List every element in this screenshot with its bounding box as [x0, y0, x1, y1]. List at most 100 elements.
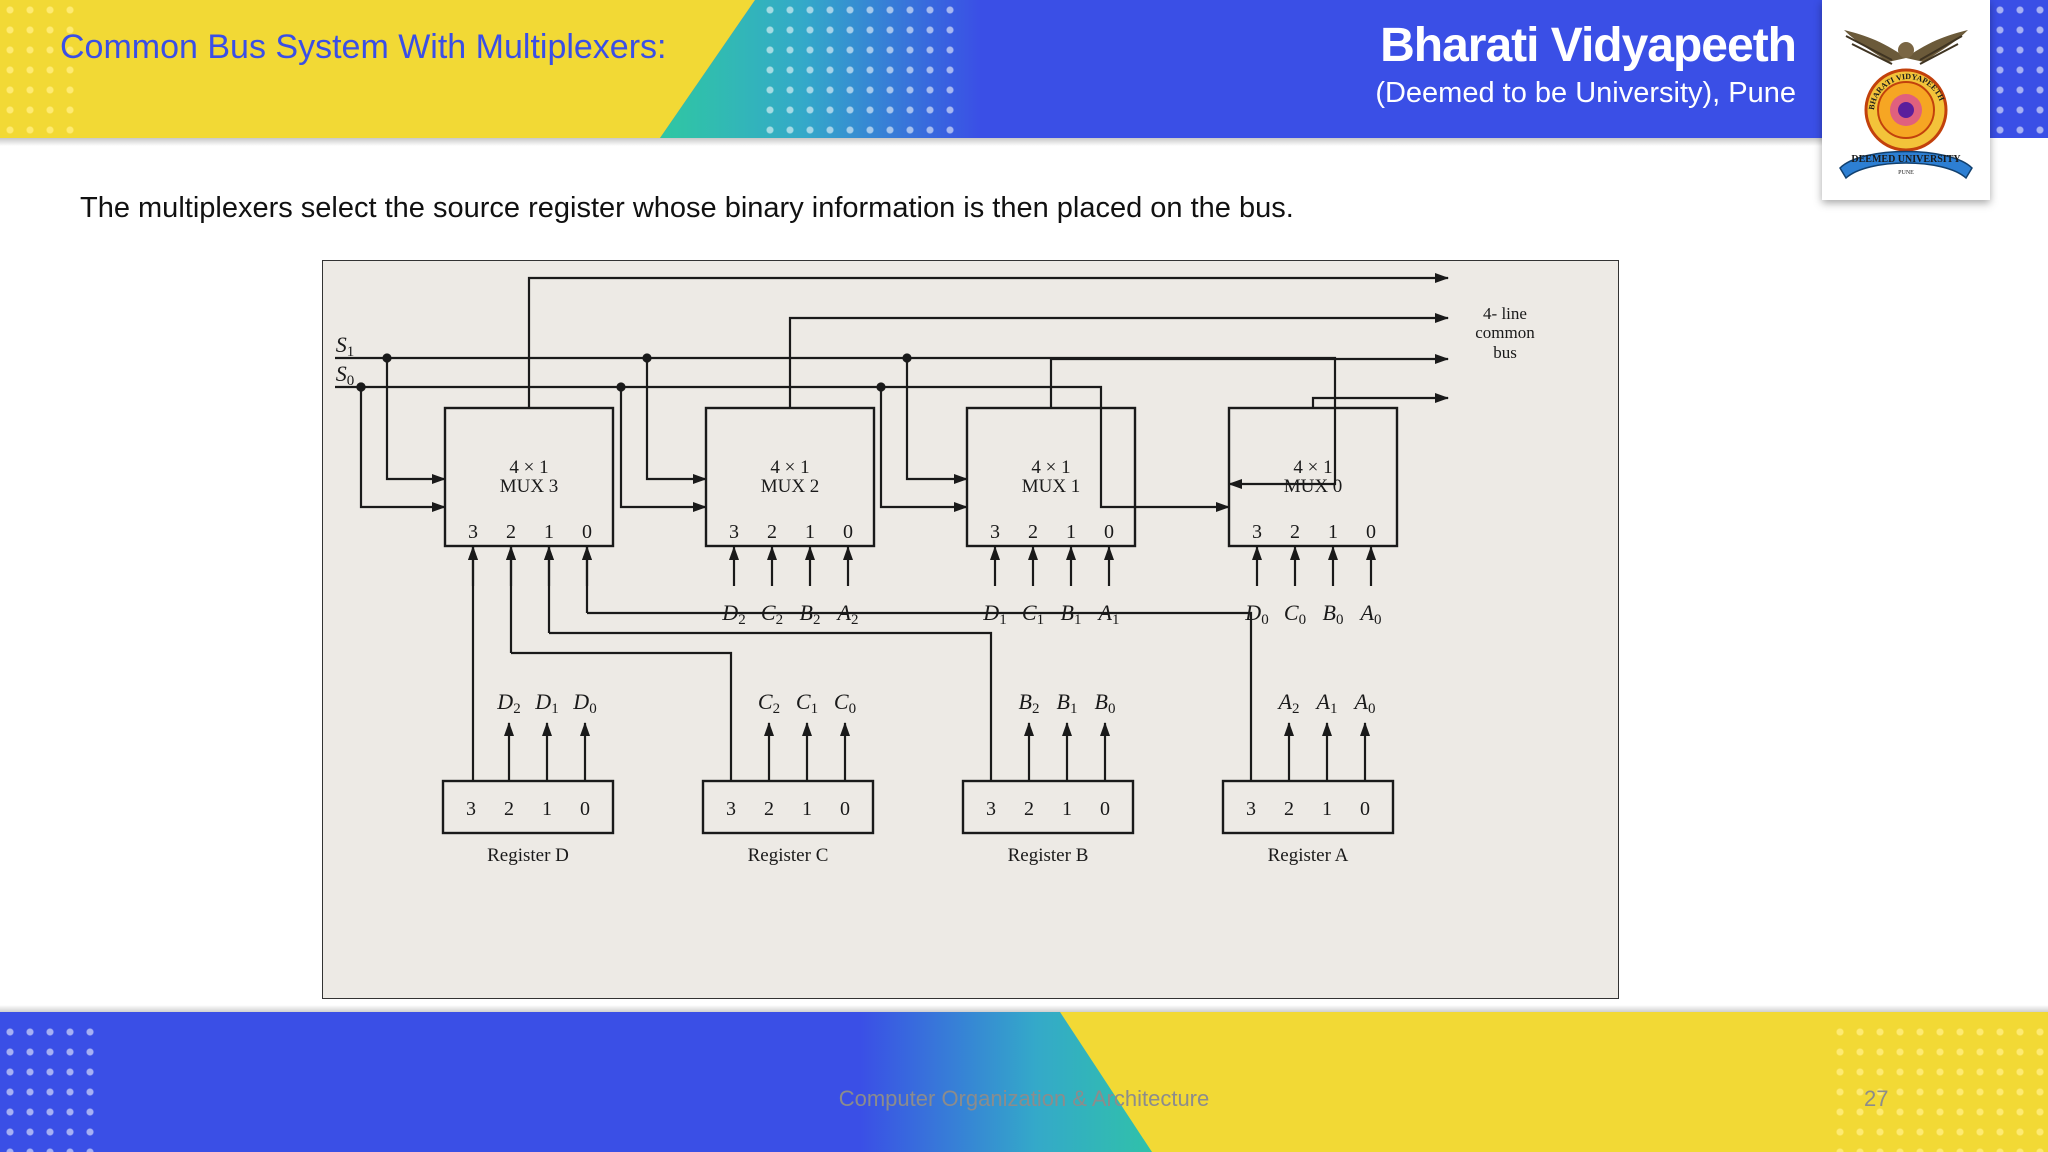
- register-box: [441, 779, 615, 835]
- mux-input-number: 0: [1104, 521, 1114, 543]
- register-bit-label: 2: [1284, 798, 1294, 820]
- register-bit-label: 1: [1322, 798, 1332, 820]
- register-box: [1221, 779, 1395, 835]
- mux-input-number: 1: [1328, 521, 1338, 543]
- register-output-label: C2: [758, 689, 780, 717]
- mux-input-number: 1: [1066, 521, 1076, 543]
- junction-dot: [356, 382, 366, 392]
- register-bit-label: 3: [1246, 798, 1256, 820]
- logo-ribbon-text: DEEMED UNIVERSITY: [1851, 154, 1961, 165]
- junction-dot: [902, 353, 912, 363]
- register-output-label: D1: [534, 689, 558, 717]
- select-line-s1: [335, 356, 1337, 489]
- mux-input-number: 0: [1366, 521, 1376, 543]
- mux-input-number: 3: [1252, 521, 1262, 543]
- register-output-label: D0: [572, 689, 596, 717]
- register-output-label: A2: [1277, 689, 1300, 717]
- mux-output-to-bus: [1049, 354, 1449, 408]
- select-s1-branch: [385, 358, 446, 484]
- register-name-label: Register B: [1008, 845, 1089, 866]
- select-label-s0: S0: [336, 361, 355, 389]
- select-s1-branch: [905, 358, 968, 484]
- junction-dot: [876, 382, 886, 392]
- register-bit-label: 2: [1024, 798, 1034, 820]
- mux-input-number: 1: [805, 521, 815, 543]
- register-name-label: Register D: [487, 845, 569, 866]
- wire-a3: [587, 611, 1253, 781]
- mux-input-number: 3: [990, 521, 1000, 543]
- header-yellow-dots: [0, 0, 80, 138]
- mux-name-label: MUX 2: [761, 476, 820, 497]
- select-label-s1: S1: [336, 332, 355, 360]
- register-bit-label: 0: [580, 798, 590, 820]
- mux-input-label: C1: [1022, 600, 1044, 628]
- mux-input-number: 0: [843, 521, 853, 543]
- mux-box: [965, 406, 1137, 548]
- mux-size-label: 4 × 1: [1293, 457, 1332, 478]
- mux-input-label: B1: [1061, 600, 1082, 628]
- brand-subtitle: (Deemed to be University), Pune: [1375, 77, 1796, 109]
- mux-input-label: D1: [982, 600, 1006, 628]
- brand-name: Bharati Vidyapeeth: [1380, 19, 1797, 72]
- register-output-label: A1: [1315, 689, 1338, 717]
- register-bit-label: 2: [764, 798, 774, 820]
- register-bit-label: 1: [1062, 798, 1072, 820]
- bus-label-line3: bus: [1493, 343, 1517, 362]
- register-bit-label: 0: [840, 798, 850, 820]
- mux-input-label: D0: [1244, 600, 1268, 628]
- mux-input-number: 2: [1290, 521, 1300, 543]
- mux-input-number: 1: [544, 521, 554, 543]
- register-name-label: Register A: [1268, 845, 1349, 866]
- register-bit-label: 0: [1100, 798, 1110, 820]
- register-bit-label: 3: [986, 798, 996, 820]
- select-s0-branch: [619, 387, 707, 512]
- bus-label-line1: 4- line: [1483, 304, 1527, 323]
- register-bit-label: 3: [466, 798, 476, 820]
- select-s0-branch: [359, 387, 446, 512]
- register-box: [701, 779, 875, 835]
- wire-c3: [511, 651, 733, 781]
- mux-input-number: 2: [1028, 521, 1038, 543]
- mux-input-number: 0: [582, 521, 592, 543]
- select-s0-branch: [879, 387, 968, 512]
- mux-input-label: B0: [1323, 600, 1344, 628]
- register-output-label: D2: [496, 689, 520, 717]
- university-seal-icon: BHARATI VIDYAPEETH DEEMED UNIVERSITY PUN…: [1839, 30, 1973, 180]
- mux-input-label: C0: [1284, 600, 1306, 628]
- mux-box: [443, 406, 615, 548]
- register-output-label: C1: [796, 689, 818, 717]
- footer-yellow-dots: [1830, 1022, 2048, 1152]
- slide-title: Common Bus System With Multiplexers:: [60, 28, 667, 66]
- header-shadow: [0, 138, 1822, 146]
- register-output-label: B2: [1019, 689, 1040, 717]
- wire-b3: [549, 631, 993, 781]
- mux-input-number: 3: [468, 521, 478, 543]
- junction-dot: [382, 353, 392, 363]
- register-name-label: Register C: [748, 845, 829, 866]
- mux-name-label: MUX 0: [1284, 476, 1343, 497]
- mux-box: [704, 406, 876, 548]
- mux-input-label: C2: [761, 600, 783, 628]
- mux-size-label: 4 × 1: [1031, 457, 1070, 478]
- mux-input-label: A2: [836, 600, 859, 628]
- register-output-label: A0: [1353, 689, 1376, 717]
- logo-city-text: PUNE: [1898, 170, 1914, 176]
- register-output-label: B1: [1057, 689, 1078, 717]
- mux-input-number: 3: [729, 521, 739, 543]
- slide-body-text: The multiplexers select the source regis…: [80, 192, 1294, 224]
- mux-input-number: 2: [767, 521, 777, 543]
- mux-input-label: B2: [800, 600, 821, 628]
- mux-input-number: 2: [506, 521, 516, 543]
- mux-output-to-bus: [1311, 393, 1449, 408]
- register-box: [961, 779, 1135, 835]
- mux-size-label: 4 × 1: [770, 457, 809, 478]
- mux-size-label: 4 × 1: [509, 457, 548, 478]
- brand-block: Bharati Vidyapeeth (Deemed to be Univers…: [1375, 18, 1797, 110]
- select-s1-branch: [645, 358, 707, 484]
- mux-name-label: MUX 1: [1022, 476, 1081, 497]
- mux-input-label: A0: [1359, 600, 1382, 628]
- register-bit-label: 3: [726, 798, 736, 820]
- mux-output-to-bus: [788, 313, 1449, 408]
